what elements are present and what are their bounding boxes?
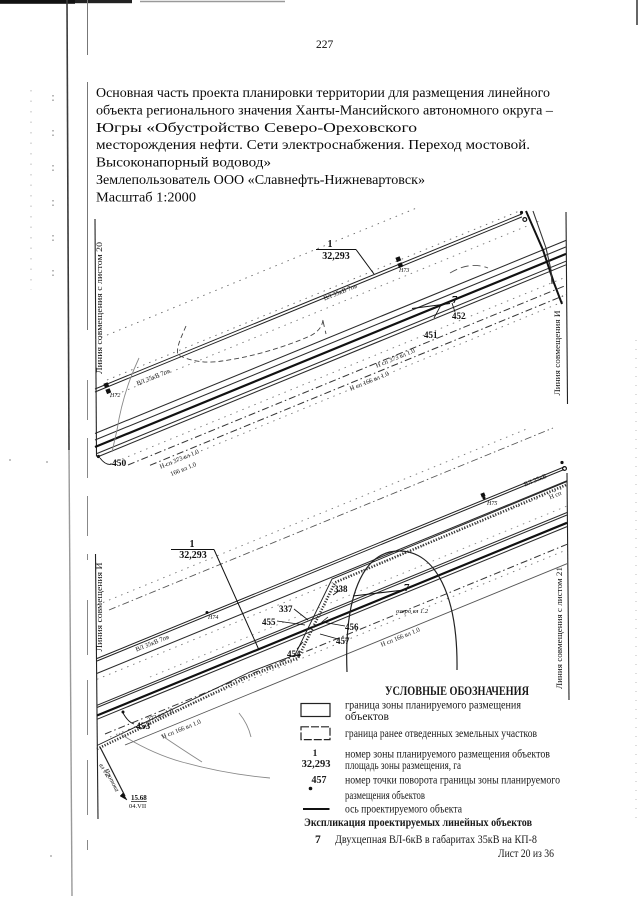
svg-text:Масштаб 1:2000: Масштаб 1:2000	[96, 189, 196, 204]
svg-text:Н74: Н74	[207, 614, 218, 621]
svg-text:337: 337	[279, 604, 293, 614]
svg-text:ось проектируемого объекта: ось проектируемого объекта	[345, 804, 462, 816]
svg-text:7: 7	[452, 294, 458, 306]
svg-text:Линия совмещения с листом 21: Линия совмещения с листом 21	[554, 567, 564, 689]
svg-text:номер зоны планируемого размещ: номер зоны планируемого размещения объек…	[345, 749, 550, 761]
svg-text:454: 454	[287, 649, 301, 659]
svg-text:451: 451	[424, 330, 438, 340]
svg-text:объекта регионального значения: объекта регионального значения Ханты-Ман…	[96, 102, 553, 117]
svg-text:граница ранее отведенных земел: граница ранее отведенных земельных участ…	[345, 728, 537, 740]
svg-text:Двухцепная ВЛ-6кВ в габаритах: Двухцепная ВЛ-6кВ в габаритах 35кВ на КП…	[335, 834, 537, 846]
svg-text:Землепользователь ООО «Славнеф: Землепользователь ООО «Славнефть-Нижнева…	[96, 172, 425, 187]
svg-text:Н75: Н75	[486, 501, 497, 507]
svg-text:Основная часть проекта планиро: Основная часть проекта планировки террит…	[96, 85, 550, 100]
svg-text:1: 1	[328, 239, 333, 250]
svg-text:месторождения нефти. Сети элек: месторождения нефти. Сети электроснабжен…	[96, 137, 530, 152]
svg-text:457: 457	[312, 775, 327, 786]
svg-text:Лист 20 из 36: Лист 20 из 36	[498, 848, 554, 860]
svg-text:15.68: 15.68	[131, 794, 147, 802]
svg-text:Н72: Н72	[109, 393, 120, 399]
svg-text:Н73: Н73	[398, 268, 409, 274]
svg-text:227: 227	[316, 39, 334, 51]
svg-text:450: 450	[112, 459, 127, 469]
svg-text:457: 457	[336, 636, 350, 646]
svg-text:7: 7	[315, 834, 321, 846]
svg-text:Н сп: Н сп	[548, 490, 563, 501]
svg-text:Экспликация проектируемых лине: Экспликация проектируемых линейных объек…	[304, 815, 532, 829]
svg-text:32,293: 32,293	[302, 759, 331, 770]
svg-text:Линия совмещения с листом 20: Линия совмещения с листом 20	[94, 242, 104, 374]
svg-text:04.VII: 04.VII	[129, 803, 146, 810]
svg-text:338: 338	[334, 584, 348, 594]
svg-text:Высоконапорный водовод»: Высоконапорный водовод»	[96, 155, 271, 170]
svg-text:455: 455	[262, 617, 276, 627]
svg-text:Югры «Обустройство Северо-Орех: Югры «Обустройство Северо-Ореховского	[96, 120, 417, 135]
svg-text:Линия совмещения И: Линия совмещения И	[94, 563, 104, 652]
svg-text:граница зоны планируемого разм: граница зоны планируемого размещения	[345, 700, 522, 712]
svg-text:453: 453	[136, 722, 151, 732]
svg-text:площадь зоны размещения, га: площадь зоны размещения, га	[345, 760, 461, 772]
svg-text:Линия совмещения И: Линия совмещения И	[552, 311, 562, 396]
svg-text:1: 1	[190, 539, 195, 550]
svg-text:1: 1	[313, 749, 318, 759]
svg-text:32,293: 32,293	[179, 550, 207, 561]
svg-text:озеро вл 1.2: озеро вл 1.2	[396, 608, 429, 615]
svg-text:32,293: 32,293	[322, 251, 350, 262]
svg-text:размещения объектов: размещения объектов	[345, 790, 425, 802]
svg-text:номер точки поворота границы з: номер точки поворота границы зоны планир…	[345, 775, 560, 787]
svg-text:УСЛОВНЫЕ ОБОЗНАЧЕНИЯ: УСЛОВНЫЕ ОБОЗНАЧЕНИЯ	[385, 684, 529, 698]
svg-text:7: 7	[404, 582, 410, 594]
svg-text:объектов: объектов	[345, 711, 390, 723]
svg-text:456: 456	[345, 622, 359, 632]
svg-text:452: 452	[452, 311, 466, 321]
